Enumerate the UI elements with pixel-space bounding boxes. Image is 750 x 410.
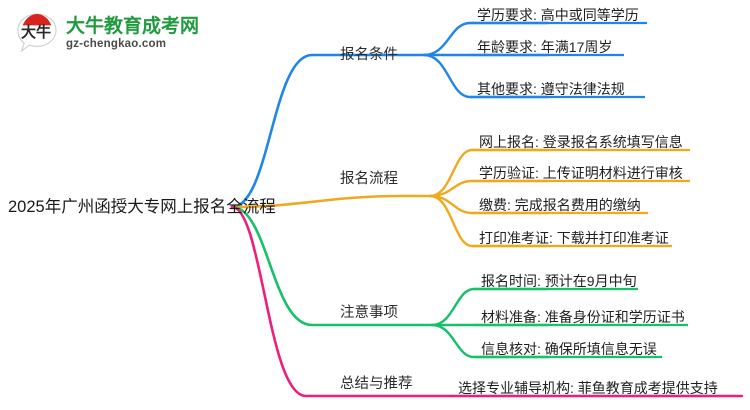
svg-text:大牛: 大牛 xyxy=(21,23,51,41)
branch-node-baomingtiaojian[interactable]: 报名条件 xyxy=(340,47,398,63)
branch-node-zongjieyutuijian[interactable]: 总结与推荐 xyxy=(340,376,413,392)
leaf-node-xinxi-hedui[interactable]: 信息核对: 确保所填信息无误 xyxy=(481,341,657,357)
logo-mark-icon: 大牛 xyxy=(14,11,60,57)
leaf-node-nianling-yaoqiu[interactable]: 年龄要求: 年满17周岁 xyxy=(477,39,613,55)
site-logo: 大牛 大牛教育成考网 gz-chengkao.com xyxy=(14,8,204,60)
mindmap-root-node[interactable]: 2025年广州函授大专网上报名全流程 xyxy=(8,198,276,216)
leaf-node-xueli-yanzheng[interactable]: 学历验证: 上传证明材料进行审核 xyxy=(479,165,683,181)
leaf-node-xuanze-fudao-jigou[interactable]: 选择专业辅导机构: 菲鱼教育成考提供支持 xyxy=(458,380,718,396)
branch-node-zhuyishixiang[interactable]: 注意事项 xyxy=(340,305,398,321)
leaf-node-wangshang-baoming[interactable]: 网上报名: 登录报名系统填写信息 xyxy=(479,134,683,150)
leaf-node-qita-yaoqiu[interactable]: 其他要求: 遵守法律法规 xyxy=(477,81,625,97)
leaf-node-dayin-zhunkaozheng[interactable]: 打印准考证: 下载并打印准考证 xyxy=(479,230,669,246)
leaf-node-baoming-shijian[interactable]: 报名时间: 预计在9月中旬 xyxy=(481,273,637,289)
branch-node-baomingliucheng[interactable]: 报名流程 xyxy=(340,171,398,187)
leaf-node-jiaofei[interactable]: 缴费: 完成报名费用的缴纳 xyxy=(479,197,641,213)
logo-text-group: 大牛教育成考网 gz-chengkao.com xyxy=(66,17,199,51)
logo-subtitle: gz-chengkao.com xyxy=(66,38,167,51)
logo-title: 大牛教育成考网 xyxy=(66,16,200,38)
leaf-node-xueli-yaoqiu[interactable]: 学历要求: 高中或同等学历 xyxy=(477,7,639,23)
leaf-node-cailiao-zhunbei[interactable]: 材料准备: 准备身份证和学历证书 xyxy=(481,309,685,325)
